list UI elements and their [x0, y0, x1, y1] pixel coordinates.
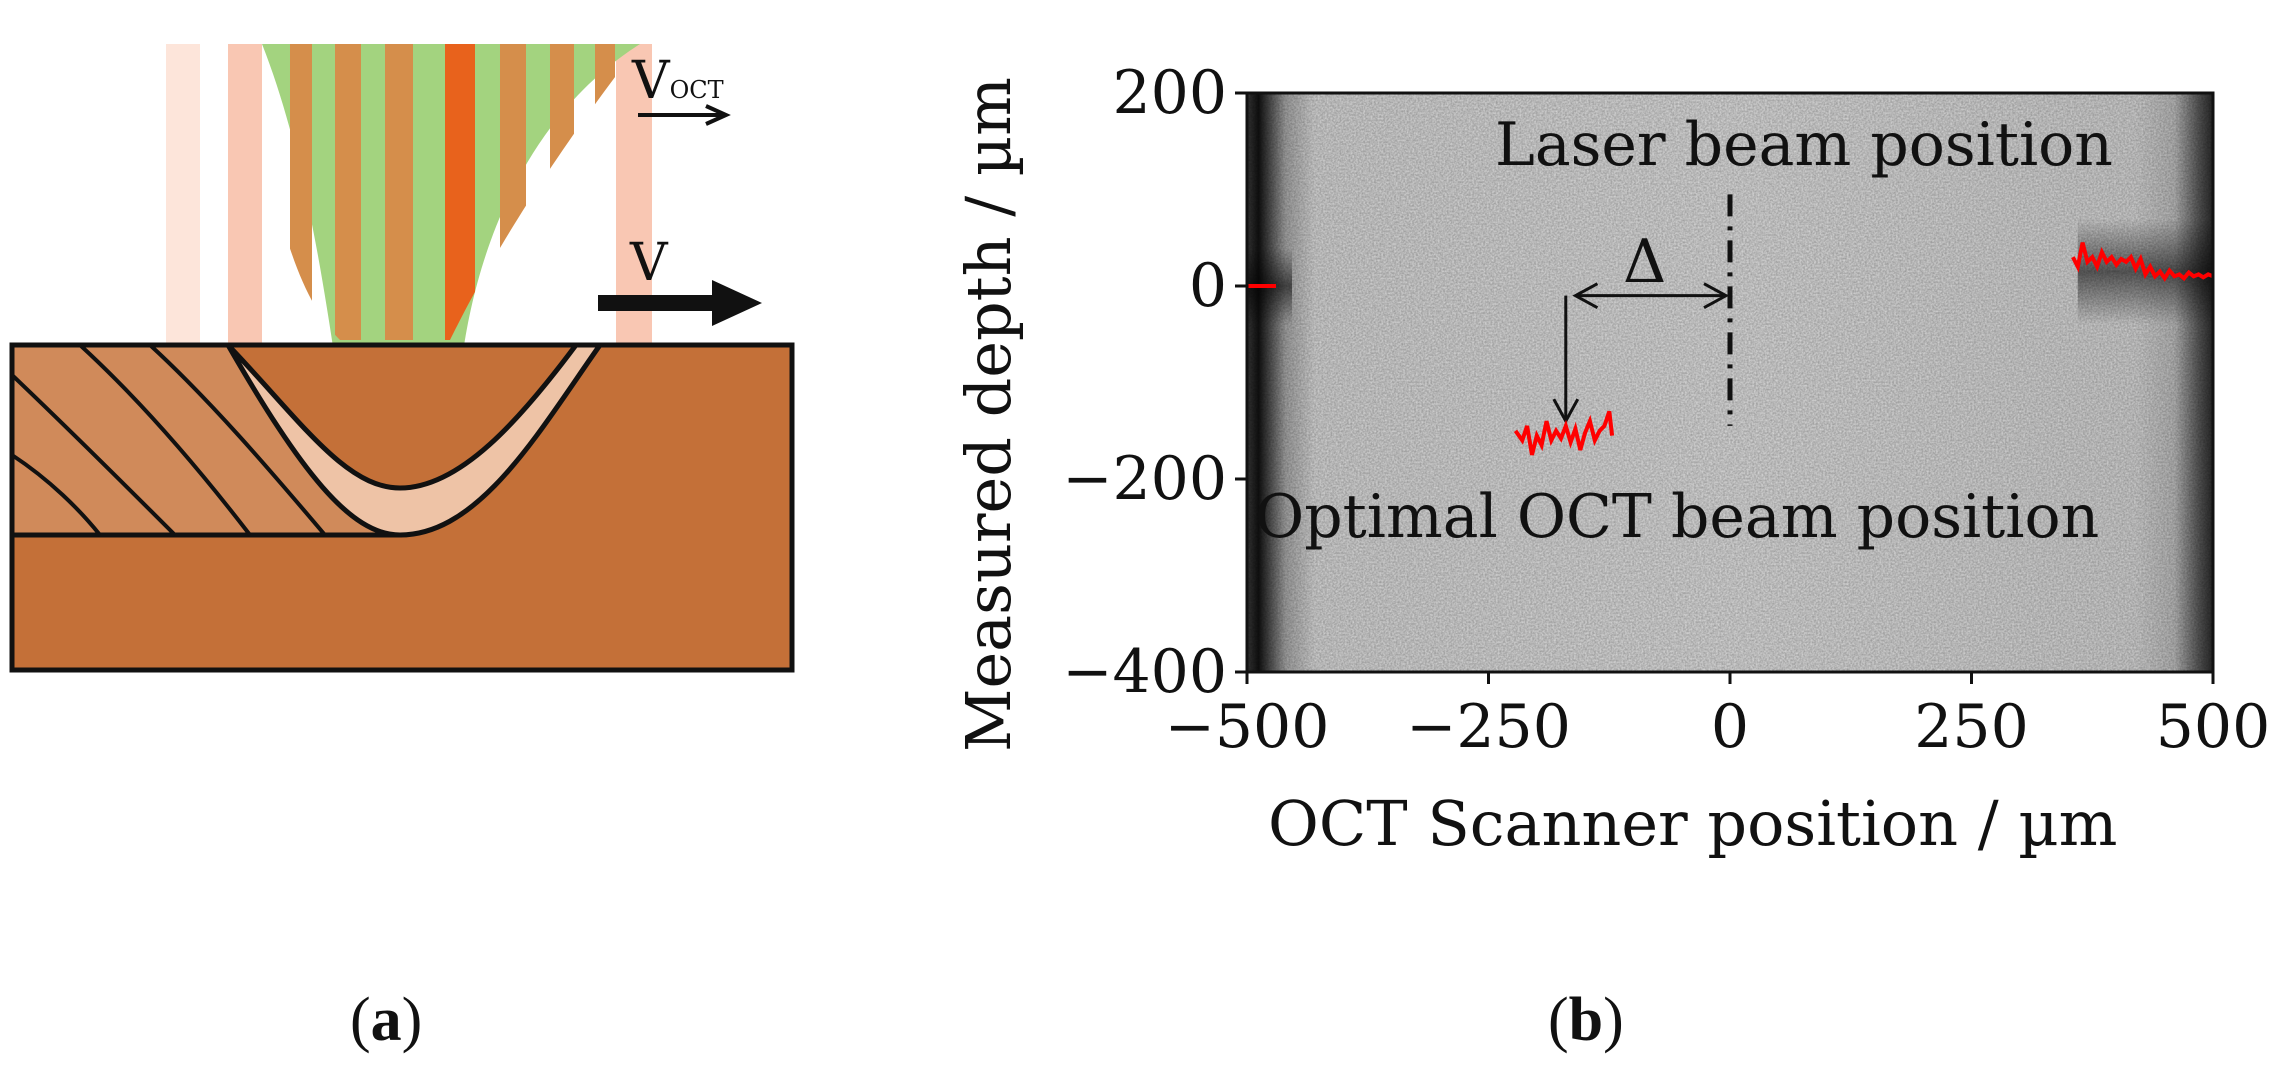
x-tick-label: 500 — [2156, 692, 2271, 762]
annotation-optimal-oct-beam-position: Optimal OCT beam position — [1255, 482, 2099, 552]
v-label: V — [629, 233, 669, 293]
x-tick-label: 0 — [1711, 692, 1749, 762]
panel-b-label: (b) — [1548, 986, 1624, 1054]
schematic-panel-a: VOCT V — [9, 44, 795, 673]
annotation-delta: Δ — [1623, 227, 1666, 297]
v-arrow — [598, 280, 762, 326]
x-tick-label: 250 — [1914, 692, 2029, 762]
y-axis-label: Measured depth / µm — [952, 77, 1025, 752]
y-tick-label: −400 — [1062, 637, 1227, 707]
panel-a-label: (a) — [350, 986, 423, 1054]
oct-depth-chart: −500 −250 0 250 500 200 0 −200 −400 Laser beam p… — [952, 58, 2270, 860]
depth-series-2 — [1513, 410, 1615, 456]
outer-beam-stripes — [166, 44, 652, 344]
v-oct-subscript: OCT — [670, 76, 724, 104]
depth-series-group — [1247, 242, 2214, 456]
x-tick-label: −250 — [1406, 692, 1571, 762]
x-axis-label: OCT Scanner position / µm — [1268, 787, 2117, 860]
x-tick-label: −500 — [1165, 692, 1330, 762]
v-oct-label: VOCT — [631, 51, 724, 111]
delta-arrow-head-left — [1572, 282, 1599, 309]
plot-axes: −500 −250 0 250 500 200 0 −200 −400 — [1062, 58, 2270, 762]
y-tick-label: 0 — [1189, 251, 1227, 321]
workpiece — [9, 342, 795, 673]
delta-arrow-head-right — [1703, 282, 1730, 309]
v-oct-arrow — [638, 104, 731, 126]
y-tick-label: 200 — [1112, 58, 1227, 128]
depth-series-3 — [2071, 242, 2214, 282]
y-tick-label: −200 — [1062, 444, 1227, 514]
annotation-laser-beam-position: Laser beam position — [1495, 110, 2113, 180]
